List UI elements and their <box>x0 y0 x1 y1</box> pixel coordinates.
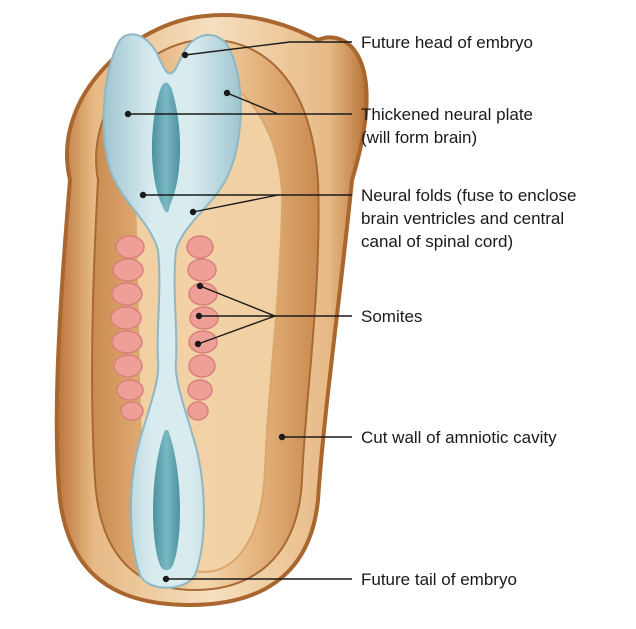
label-future-head-line: Future head of embryo <box>361 31 533 54</box>
label-neural-folds-line-2: brain ventricles and central <box>361 207 576 230</box>
label-neural-folds-line-1: Neural folds (fuse to enclose <box>361 184 576 207</box>
label-neural-plate: Thickened neural plate (will form brain) <box>361 103 533 149</box>
label-neural-folds: Neural folds (fuse to enclose brain vent… <box>361 184 576 253</box>
label-amniotic-wall: Cut wall of amniotic cavity <box>361 426 557 449</box>
label-neural-folds-line-3: canal of spinal cord) <box>361 230 576 253</box>
label-future-tail: Future tail of embryo <box>361 568 517 591</box>
label-future-head: Future head of embryo <box>361 31 533 54</box>
label-future-tail-line: Future tail of embryo <box>361 568 517 591</box>
label-somites-line: Somites <box>361 305 422 328</box>
label-neural-plate-line-2: (will form brain) <box>361 126 533 149</box>
label-neural-plate-line-1: Thickened neural plate <box>361 103 533 126</box>
label-somites: Somites <box>361 305 422 328</box>
label-amniotic-wall-line: Cut wall of amniotic cavity <box>361 426 557 449</box>
